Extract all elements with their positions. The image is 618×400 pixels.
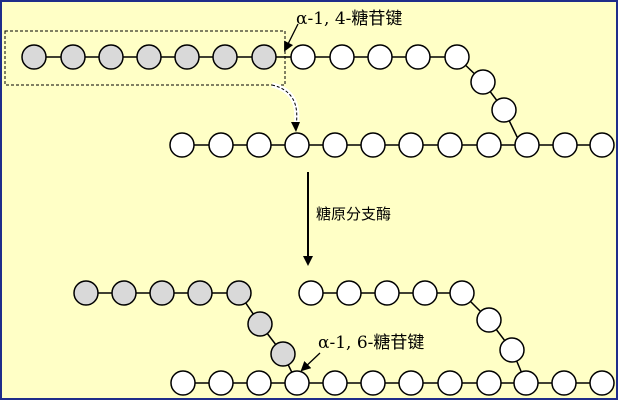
glucose-residue [246,132,272,158]
alpha14-pointer [284,23,299,52]
glucose-residue-grey [174,44,200,70]
glucose-residue [336,280,362,306]
glucose-residue [476,307,502,333]
bottom-lower-chain [170,370,615,396]
glucose-residue [499,337,525,363]
glucose-residue [284,132,310,158]
glucose-residue [374,280,400,306]
glucose-residue [589,132,615,158]
alpha16-pointer [300,352,321,372]
top-chain-lines [34,56,602,146]
glucose-residue [290,44,316,70]
glucose-residue [322,370,348,396]
alpha16-label: α-1, 6-糖苷键 [318,333,424,353]
top-upper-chain [21,44,517,123]
transfer-segment-box [4,30,286,86]
glucose-residue [589,370,615,396]
glucose-residue-grey [98,44,124,70]
glucose-residue-grey [60,44,86,70]
alpha14-label: α-1, 4-糖苷键 [296,9,402,29]
glucose-residue [513,370,539,396]
bottom-upper-chain [298,280,525,363]
glucose-residue-grey [136,44,162,70]
glucose-residue [552,132,578,158]
glucose-residue [476,132,502,158]
glucose-residue-grey [226,280,252,306]
glucose-residue [444,44,470,70]
glucose-residue-grey [73,280,99,306]
glucose-residue [398,132,424,158]
glucose-residue-grey [187,280,213,306]
glucose-residue [405,44,431,70]
glucose-residue [491,97,517,123]
glucose-residue [208,370,234,396]
glucose-residue-grey [149,280,175,306]
glucose-residue [476,370,502,396]
glucose-residue [514,132,540,158]
glucose-residue-grey [212,44,238,70]
top-lower-chain [169,132,615,158]
bottom-transferred-branch [73,280,296,367]
glucose-residue [322,132,348,158]
glucose-residue [437,132,463,158]
glucose-residue [367,44,393,70]
glucose-residue-grey [270,341,296,367]
glucose-residue [284,370,310,396]
glucose-residue [170,370,196,396]
glucose-residue [470,69,496,95]
glucose-residue [449,280,475,306]
glucose-residue [246,370,272,396]
glucose-residue [169,132,195,158]
glucose-residue [360,370,386,396]
transfer-arrow [271,82,300,132]
glucose-residue [412,280,438,306]
glucose-residue-grey [111,280,137,306]
glucose-residue [329,44,355,70]
glucose-residue [208,132,234,158]
glucose-residue [551,370,577,396]
enzyme-label: 糖原分支酶 [316,205,391,223]
glucose-residue [360,132,386,158]
glucose-residue [398,370,424,396]
glucose-residue-grey [251,44,277,70]
glucose-residue-grey [21,44,47,70]
glucose-residue [437,370,463,396]
glucose-residue-grey [247,311,273,337]
glucose-residue [298,280,324,306]
